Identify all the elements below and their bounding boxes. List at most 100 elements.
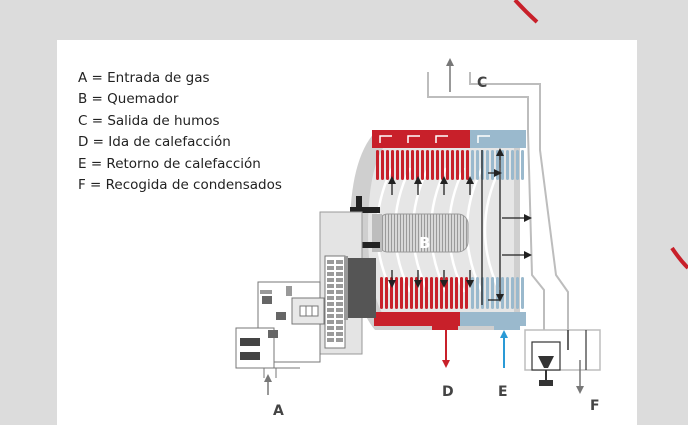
fins-top-hot	[376, 150, 469, 180]
fan-grid-cell	[336, 338, 343, 342]
fin	[465, 277, 468, 309]
fan-grid-cell	[327, 260, 334, 264]
fan-grid-cell	[327, 284, 334, 288]
supply-outlet	[432, 320, 458, 330]
fin	[420, 277, 423, 309]
fin	[431, 150, 434, 180]
fan-grid-cell	[327, 320, 334, 324]
fin	[476, 150, 479, 180]
label-d: D	[442, 384, 454, 400]
fan-grid-cell	[327, 332, 334, 336]
fin	[405, 277, 408, 309]
fin	[425, 277, 428, 309]
fan-grid-cell	[336, 272, 343, 276]
fan-housing	[319, 211, 376, 355]
burner	[372, 213, 469, 253]
legend-item-f: F = Recogida de condensados	[78, 177, 282, 194]
fan-grid-cell	[327, 272, 334, 276]
fan-grid-cell	[336, 332, 343, 336]
label-f: F	[590, 398, 600, 414]
fan-grid-cell	[336, 296, 343, 300]
legend-item-c: C = Salida de humos	[78, 112, 220, 129]
fin	[466, 150, 469, 180]
fin	[445, 277, 448, 309]
fin	[376, 150, 379, 180]
supply-header-top	[372, 130, 470, 148]
fin	[501, 277, 504, 309]
fin	[380, 277, 383, 309]
fan-grid-cell	[327, 266, 334, 270]
fan-motor	[346, 258, 376, 318]
fin	[455, 277, 458, 309]
flow-arrows	[388, 148, 532, 305]
fin	[395, 277, 398, 309]
fin	[491, 277, 494, 309]
fin	[461, 150, 464, 180]
flue-duct	[427, 58, 569, 330]
fan-grid-cell	[327, 290, 334, 294]
fin	[471, 150, 474, 180]
fin	[516, 150, 519, 180]
fin	[421, 150, 424, 180]
fin	[441, 150, 444, 180]
fin	[410, 277, 413, 309]
fin	[511, 150, 514, 180]
return-header-top	[470, 130, 526, 148]
fin	[486, 277, 489, 309]
fin	[435, 277, 438, 309]
fin	[446, 150, 449, 180]
fin	[521, 277, 524, 309]
fin	[450, 277, 453, 309]
fan-grid-cell	[327, 296, 334, 300]
fin	[511, 277, 514, 309]
fan-grid-cell	[336, 284, 343, 288]
fin	[430, 277, 433, 309]
fan-grid	[327, 260, 343, 342]
legend-item-b: B = Quemador	[78, 91, 179, 108]
return-inlet	[494, 320, 520, 330]
fins-bottom-hot	[380, 277, 468, 309]
fin	[486, 150, 489, 180]
fin	[516, 277, 519, 309]
condensate-trap	[524, 329, 601, 394]
legend-item-a: A = Entrada de gas	[78, 70, 210, 86]
fins-bottom-cold	[471, 277, 524, 309]
fan-grid-cell	[336, 320, 343, 324]
fin	[396, 150, 399, 180]
legend-item-e: E = Retorno de calefacción	[78, 155, 261, 172]
label-e: E	[498, 384, 508, 400]
fin	[456, 150, 459, 180]
fin	[400, 277, 403, 309]
fin	[401, 150, 404, 180]
legend: A = Entrada de gas B = Quemador C = Sali…	[78, 68, 282, 196]
fin	[471, 277, 474, 309]
fin	[440, 277, 443, 309]
fin	[426, 150, 429, 180]
fin	[476, 277, 479, 309]
fan-grid-cell	[327, 308, 334, 312]
label-b: B	[419, 234, 430, 252]
fan-grid-cell	[336, 308, 343, 312]
fin	[386, 150, 389, 180]
fan-grid-cell	[327, 338, 334, 342]
fin	[506, 277, 509, 309]
fan-grid-cell	[336, 266, 343, 270]
fin	[385, 277, 388, 309]
fan-grid-cell	[336, 290, 343, 294]
fin	[491, 150, 494, 180]
header-top-ports	[379, 135, 490, 143]
fan-grid-cell	[327, 326, 334, 330]
fin	[416, 150, 419, 180]
fin	[501, 150, 504, 180]
fan-grid-cell	[327, 278, 334, 282]
fin	[496, 277, 499, 309]
fin	[521, 150, 524, 180]
fan-grid-cell	[336, 314, 343, 318]
accent-curve-top	[513, 0, 539, 24]
gas-valve	[235, 281, 325, 378]
fin	[451, 150, 454, 180]
fins-top-cold	[471, 150, 524, 180]
label-a: A	[273, 403, 284, 419]
accent-curve-right	[670, 246, 688, 270]
fan-grid-cell	[336, 302, 343, 306]
